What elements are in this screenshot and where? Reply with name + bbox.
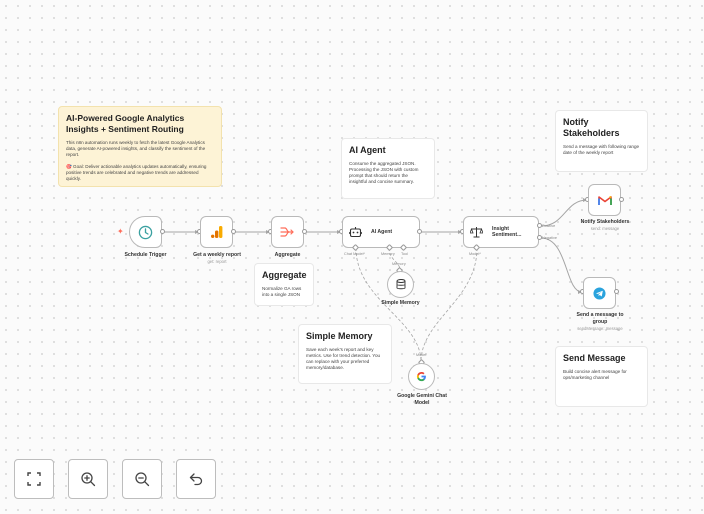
node-telegram-subtitle: sendMessage: message: [577, 326, 623, 331]
node-simple-memory[interactable]: [387, 271, 414, 298]
note-send-message[interactable]: Send Message Build concise alert message…: [555, 346, 648, 407]
note-ai-agent-title: AI Agent: [349, 145, 386, 155]
port-label-memory: Memory: [381, 252, 395, 256]
database-icon: [396, 279, 405, 290]
gmail-icon: [597, 195, 612, 205]
zoom-in-button[interactable]: [68, 459, 108, 499]
sentiment-negative-port[interactable]: [537, 235, 542, 240]
node-aggregate-title: Aggregate: [274, 252, 301, 258]
telegram-output-port[interactable]: [614, 289, 619, 294]
agent-output-port[interactable]: [417, 229, 422, 234]
gmail-output-port[interactable]: [619, 197, 624, 202]
undo-button[interactable]: [176, 459, 216, 499]
note-ai-agent[interactable]: AI Agent Consume the aggregated JSON. Pr…: [341, 138, 435, 199]
note-send-message-body: Build concise alert message for ops/mark…: [563, 369, 627, 380]
node-telegram-title: Send a message to group: [576, 312, 624, 325]
note-main-body: This n8n automation runs weekly to fetch…: [66, 140, 207, 181]
aggregate-icon: [280, 227, 294, 237]
robot-icon: [349, 227, 362, 238]
node-sentiment-title: Insight Sentiment...: [492, 225, 522, 239]
node-memory-title: Simple Memory: [381, 300, 420, 306]
note-notify[interactable]: Notify Stakeholders Send a message with …: [555, 110, 648, 172]
port-label-model-target: Model: [416, 353, 427, 357]
sentiment-positive-port[interactable]: [537, 223, 542, 228]
zoom-in-icon: [81, 472, 96, 487]
zoom-out-button[interactable]: [122, 459, 162, 499]
port-label-memory-target: Memory: [392, 262, 406, 266]
wire-gemini-to-sentiment: [420, 247, 478, 363]
clock-icon: [138, 225, 153, 239]
node-schedule-trigger[interactable]: [129, 216, 162, 248]
scales-icon: [470, 227, 483, 238]
google-icon: [416, 371, 426, 382]
note-notify-title: Notify Stakeholders: [563, 117, 620, 138]
fit-view-icon: [27, 472, 41, 486]
trigger-marker-icon: ✦: [117, 227, 124, 236]
node-aggregate[interactable]: [271, 216, 304, 248]
note-main-title: AI-Powered Google Analytics Insights + S…: [66, 113, 185, 134]
telegram-icon: [593, 286, 606, 300]
note-aggregate[interactable]: Aggregate Normalize GA rows into a singl…: [254, 263, 314, 306]
port-label-tool: Tool: [401, 252, 408, 256]
note-simple-memory[interactable]: Simple Memory Save each week's report an…: [298, 324, 392, 384]
port-label-positive: Positive: [542, 224, 556, 228]
port-label-model: Model*: [469, 252, 481, 256]
aggregate-output-port[interactable]: [302, 229, 307, 234]
node-send-message-group[interactable]: [583, 277, 616, 309]
note-send-message-title: Send Message: [563, 353, 626, 363]
note-notify-body: Send a message with following range date…: [563, 144, 640, 155]
node-insight-sentiment[interactable]: Insight Sentiment...: [463, 216, 539, 248]
port-label-chat-model: Chat Model*: [344, 252, 365, 256]
node-notify-stakeholders[interactable]: [588, 184, 621, 216]
note-ai-agent-body: Consume the aggregated JSON. Processing …: [349, 161, 419, 184]
wire-negative-to-telegram: [540, 237, 583, 293]
note-simple-memory-title: Simple Memory: [306, 331, 373, 341]
node-ga-title: Get a weekly report: [193, 252, 241, 258]
node-ai-agent[interactable]: AI Agent: [342, 216, 420, 248]
schedule-output-port[interactable]: [160, 229, 165, 234]
note-aggregate-body: Normalize GA rows into a single JSON: [262, 286, 302, 297]
node-gemini-title: Google Gemini Chat Model: [397, 393, 447, 406]
fit-view-button[interactable]: [14, 459, 54, 499]
node-gmail-subtitle: send: message: [590, 226, 620, 231]
ga-output-port[interactable]: [231, 229, 236, 234]
node-ga-subtitle: get: report: [207, 259, 227, 264]
note-main[interactable]: AI-Powered Google Analytics Insights + S…: [58, 106, 222, 187]
port-label-negative: Negative: [542, 236, 557, 240]
node-gmail-title: Notify Stakeholders: [580, 219, 630, 225]
node-get-weekly-report[interactable]: [200, 216, 233, 248]
node-ai-agent-title: AI Agent: [371, 228, 393, 235]
note-aggregate-title: Aggregate: [262, 270, 307, 280]
node-gemini-chat-model[interactable]: [408, 363, 435, 390]
note-simple-memory-body: Save each week's report and key metrics.…: [306, 347, 381, 370]
undo-icon: [189, 473, 203, 486]
google-analytics-icon: [210, 226, 222, 238]
node-schedule-title: Schedule Trigger: [124, 252, 167, 258]
zoom-out-icon: [135, 472, 150, 487]
